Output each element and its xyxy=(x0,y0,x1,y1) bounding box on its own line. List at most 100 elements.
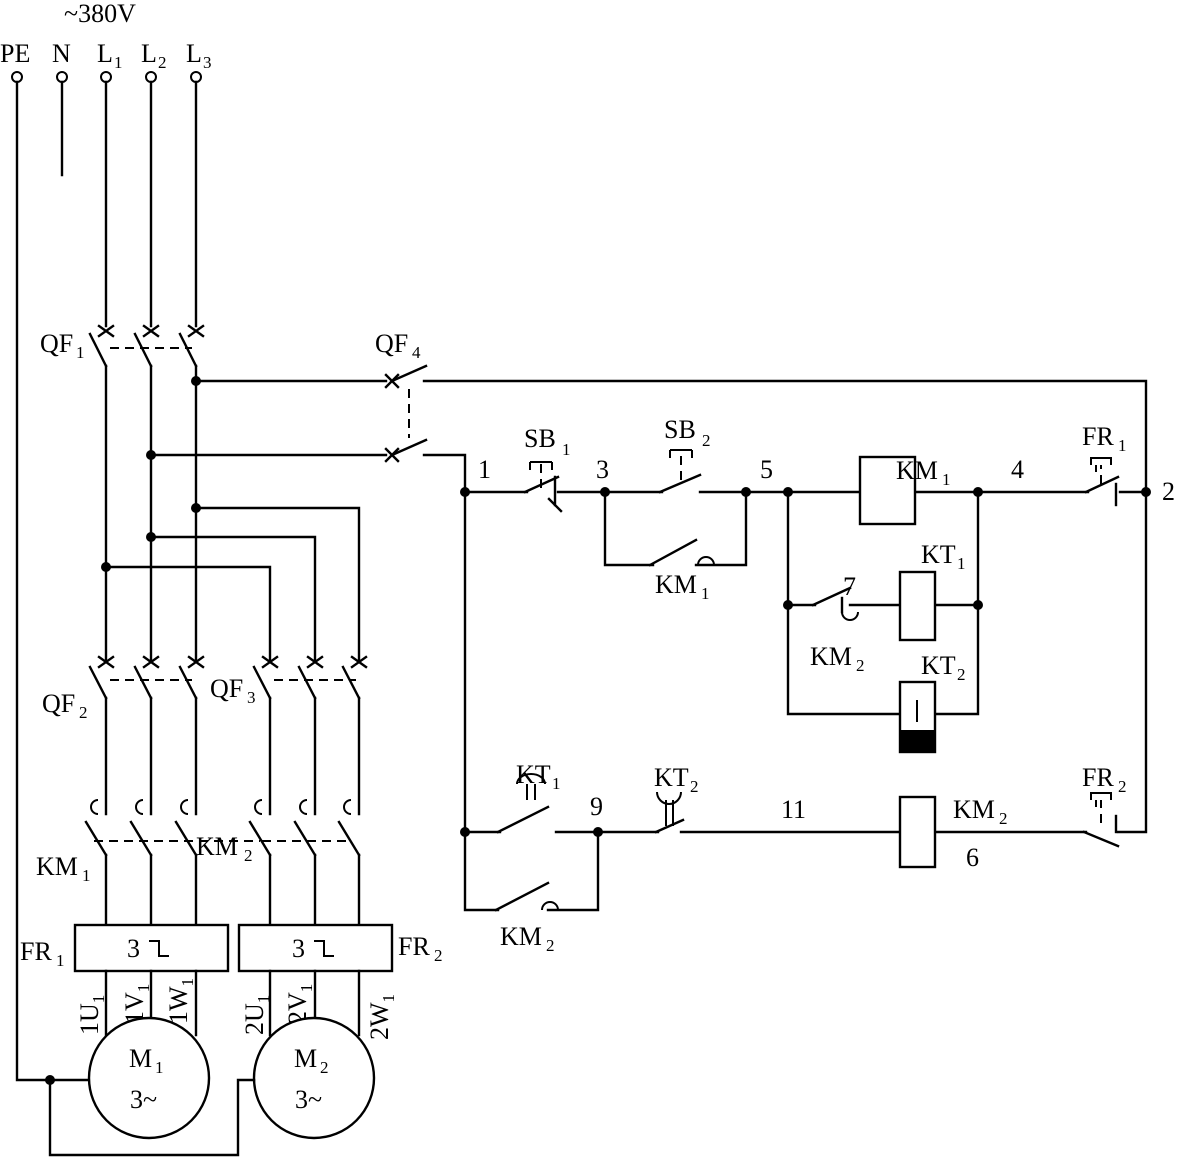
svg-text:KM: KM xyxy=(810,642,852,671)
svg-text:M: M xyxy=(129,1044,152,1073)
svg-text:SB: SB xyxy=(524,424,556,453)
kt2-timed-contact xyxy=(656,791,682,826)
terminal-l1 xyxy=(100,71,112,83)
svg-text:M: M xyxy=(294,1044,317,1073)
svg-text:2: 2 xyxy=(434,946,443,965)
km2-main-contacts xyxy=(248,799,361,857)
svg-text:FR: FR xyxy=(1082,422,1114,451)
contactor-feed-lines xyxy=(104,696,361,816)
svg-text:QF: QF xyxy=(210,674,243,703)
svg-text:1W1: 1W1 xyxy=(164,978,197,1024)
svg-text:2: 2 xyxy=(79,703,88,722)
svg-text:4: 4 xyxy=(412,343,421,362)
svg-text:KT: KT xyxy=(921,651,956,680)
fr1-control-contact xyxy=(1090,457,1118,507)
kt1-coil xyxy=(898,570,937,642)
rung1-junction-dots xyxy=(460,487,1151,610)
kt2-coil-fill xyxy=(900,730,935,752)
svg-text:2: 2 xyxy=(690,777,699,796)
svg-text:QF: QF xyxy=(40,329,73,358)
terminal-n xyxy=(56,71,68,83)
fr1-thermal-icon xyxy=(149,940,169,957)
qf3-feed-wires xyxy=(104,506,361,663)
fr2-thermal-icon xyxy=(314,940,334,957)
qf4-breaker xyxy=(149,364,1148,834)
sb1-label: SB 1 xyxy=(524,424,571,459)
fr2-poles: 3 xyxy=(292,934,305,963)
node-3: 3 xyxy=(596,455,609,484)
svg-text:KM: KM xyxy=(896,456,938,485)
svg-text:1: 1 xyxy=(155,1058,164,1077)
sb1-pushbutton xyxy=(529,461,553,488)
svg-text:2: 2 xyxy=(1118,777,1127,796)
svg-text:SB: SB xyxy=(664,415,696,444)
km1-main-contacts xyxy=(84,799,260,857)
svg-text:2: 2 xyxy=(320,1058,329,1077)
svg-text:FR: FR xyxy=(398,932,430,961)
svg-text:L: L xyxy=(97,39,113,68)
svg-text:1: 1 xyxy=(114,53,123,72)
terminal-pe-label: PE xyxy=(0,39,30,68)
node-6: 6 xyxy=(966,843,979,872)
terminal-pe xyxy=(11,71,23,83)
node-5: 5 xyxy=(760,455,773,484)
node-2: 2 xyxy=(1162,477,1175,506)
motor-m1-phase: 3~ xyxy=(130,1085,157,1114)
svg-text:KT: KT xyxy=(516,760,551,789)
svg-text:KM: KM xyxy=(655,570,697,599)
svg-text:2: 2 xyxy=(158,53,167,72)
km2-interlock-marker xyxy=(841,611,859,621)
svg-text:1: 1 xyxy=(1118,436,1127,455)
km2-coil xyxy=(898,795,937,869)
svg-text:1: 1 xyxy=(76,343,85,362)
fr2-control-contact xyxy=(1090,792,1118,834)
svg-text:QF: QF xyxy=(42,689,75,718)
km2-hold-contact-marker xyxy=(541,901,559,911)
svg-text:2: 2 xyxy=(999,809,1008,828)
svg-text:FR: FR xyxy=(1082,763,1114,792)
svg-text:3: 3 xyxy=(247,688,256,707)
svg-text:2W1: 2W1 xyxy=(365,994,398,1040)
control-rung-2 xyxy=(463,805,1120,912)
svg-text:FR: FR xyxy=(20,937,52,966)
svg-text:1: 1 xyxy=(552,774,561,793)
svg-text:3: 3 xyxy=(203,53,212,72)
km1-coil xyxy=(858,455,917,526)
kt1-timed-contact xyxy=(516,773,546,800)
svg-text:1U1: 1U1 xyxy=(75,995,108,1035)
motor-m2 xyxy=(252,1016,376,1140)
sb2-pushbutton xyxy=(669,449,693,480)
km1-aux-contact-marker xyxy=(697,556,715,566)
motor-m2-phase: 3~ xyxy=(295,1085,322,1114)
qf3-breaker xyxy=(252,655,368,700)
svg-text:2: 2 xyxy=(244,846,253,865)
svg-text:2U1: 2U1 xyxy=(240,995,273,1035)
pe-bonding-loop xyxy=(48,1078,256,1157)
svg-text:2: 2 xyxy=(957,665,966,684)
svg-text:KM: KM xyxy=(953,795,995,824)
node-7: 7 xyxy=(843,572,856,601)
svg-text:L: L xyxy=(186,39,202,68)
svg-text:1: 1 xyxy=(562,440,571,459)
supply-voltage-label: ~380V xyxy=(64,0,136,28)
node-1: 1 xyxy=(478,455,491,484)
